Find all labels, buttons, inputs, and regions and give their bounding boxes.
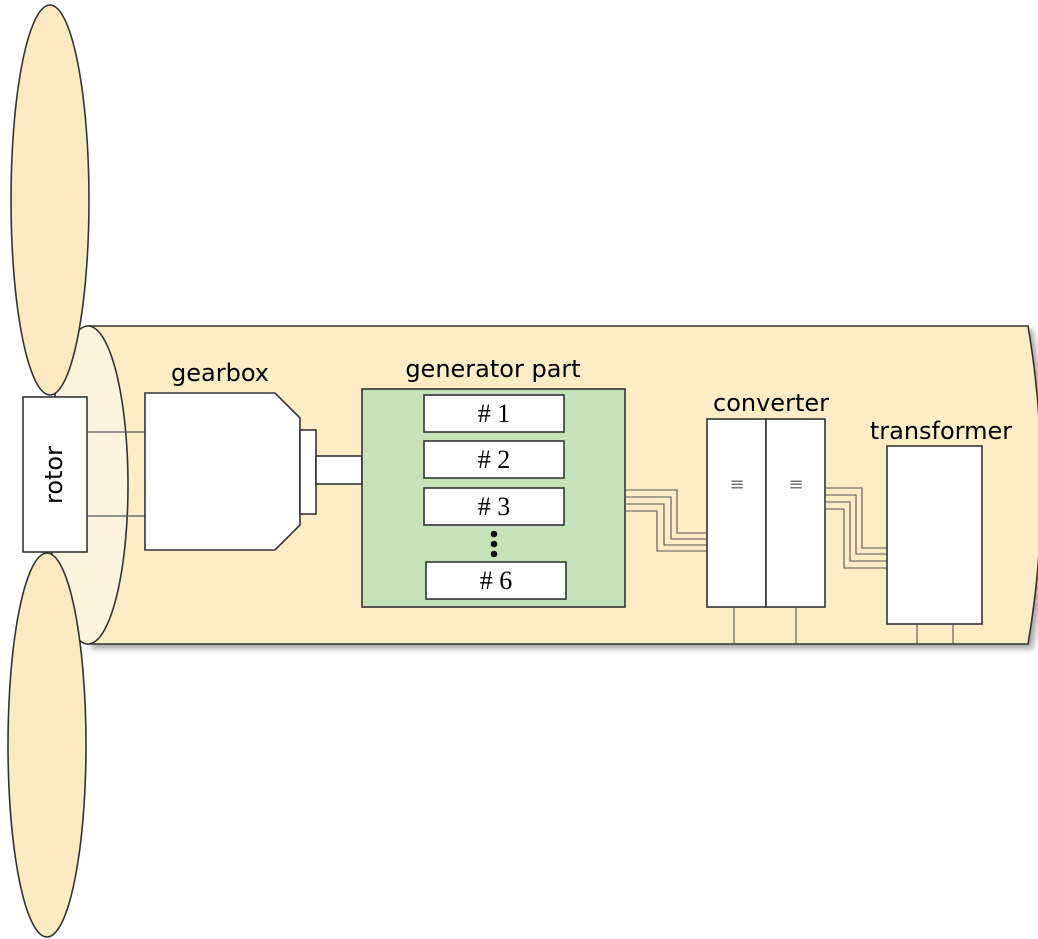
blade-bottom: [7, 552, 87, 938]
generator-module-1: [423, 394, 565, 433]
generator-module-3: [423, 487, 565, 526]
generator-module-3-label: # 3: [478, 492, 511, 521]
generator-module-6: [425, 561, 567, 600]
gearbox-label: gearbox: [171, 359, 269, 387]
generator-module-6-label: # 6: [480, 566, 513, 595]
converter-left-symbol: ≡: [729, 474, 744, 495]
transformer-box: [886, 445, 983, 625]
blade-top: [10, 4, 90, 396]
ellipsis-dots: [490, 530, 498, 558]
gearbox-body: [144, 392, 301, 551]
gearbox-output-shaft: [315, 455, 363, 485]
converter-right-cabinet: [765, 418, 826, 608]
rotor-label: rotor: [40, 446, 68, 504]
generator-label: generator part: [405, 355, 580, 383]
generator-module-2: [423, 440, 565, 479]
converter-right-symbol: ≡: [788, 474, 803, 495]
converter-label: converter: [713, 389, 829, 417]
generator-module-1-label: # 1: [478, 399, 511, 428]
converter-transformer-wires: [825, 487, 887, 569]
gearbox-flange: [299, 429, 317, 515]
generator-module-2-label: # 2: [478, 445, 511, 474]
converter-left-cabinet: [706, 418, 767, 608]
transformer-label: transformer: [870, 417, 1012, 445]
rotor-box: [22, 396, 88, 553]
generator-converter-wires: [625, 489, 707, 552]
